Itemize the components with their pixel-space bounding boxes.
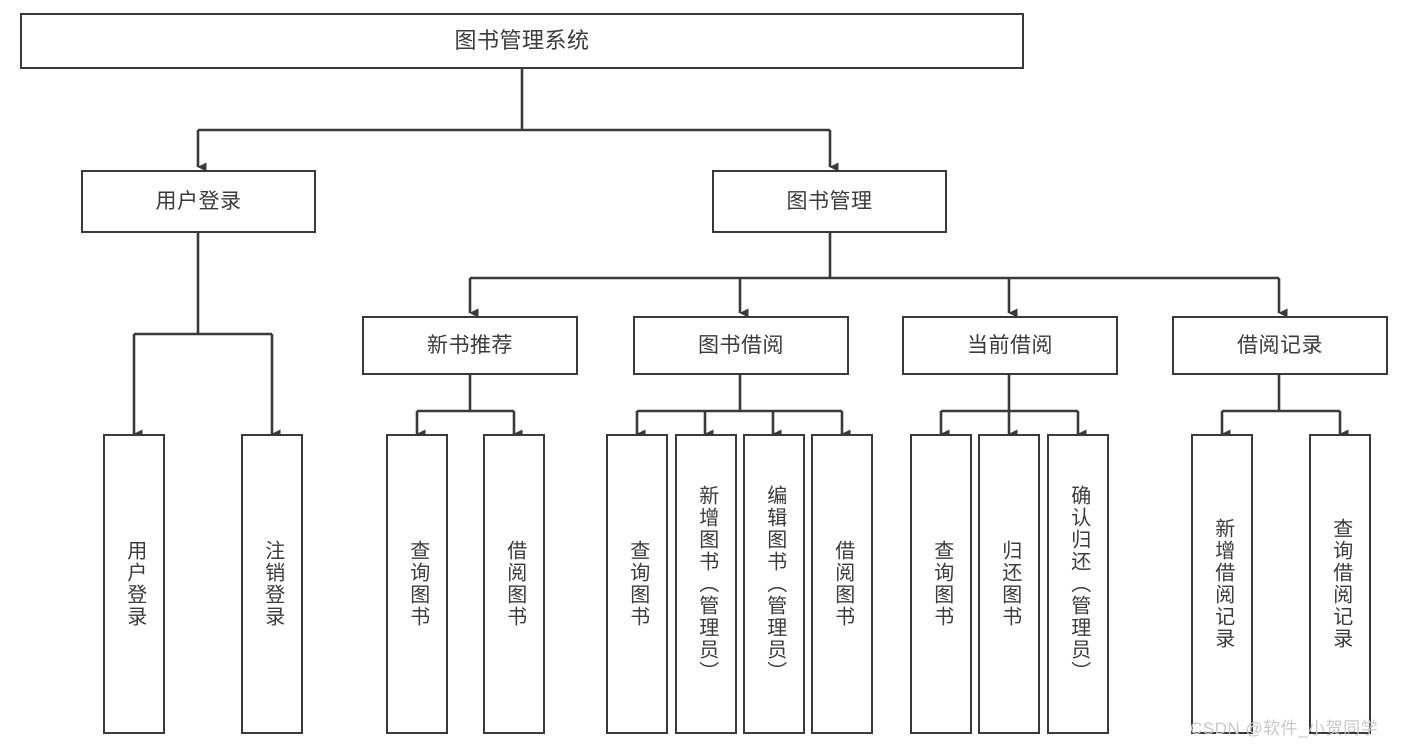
csdn-watermark: CSDN @软件_小贺同学 (1190, 719, 1379, 738)
node-user-login[interactable]: 用户登录 (81, 170, 316, 233)
leaf-query-book-recommend[interactable]: 查询图书 (386, 434, 448, 734)
node-label: 图书借阅 (698, 333, 784, 357)
leaf-borrow-book-recommend[interactable]: 借阅图书 (483, 434, 545, 734)
node-label: 查询图书 (626, 540, 649, 628)
leaf-edit-book-admin[interactable]: 编辑图书（管理员） (743, 434, 805, 734)
node-book-management[interactable]: 图书管理 (712, 170, 947, 233)
node-label: 借阅图书 (831, 540, 854, 628)
node-new-book-recommend[interactable]: 新书推荐 (362, 316, 578, 375)
leaf-user-logout[interactable]: 注销登录 (241, 434, 303, 734)
node-label: 查询图书 (930, 540, 953, 628)
node-label: 新增图书（管理员） (695, 485, 718, 683)
node-current-borrow[interactable]: 当前借阅 (902, 316, 1118, 375)
node-label: 借阅记录 (1237, 333, 1323, 357)
leaf-query-borrow-record[interactable]: 查询借阅记录 (1309, 434, 1371, 734)
node-label: 图书管理系统 (454, 27, 590, 53)
node-root-book-management-system[interactable]: 图书管理系统 (20, 13, 1024, 69)
node-label: 注销登录 (261, 540, 284, 628)
leaf-return-book[interactable]: 归还图书 (978, 434, 1040, 734)
node-label: 借阅图书 (503, 540, 526, 628)
node-label: 归还图书 (998, 540, 1021, 628)
node-label: 新增借阅记录 (1211, 518, 1234, 650)
node-label: 当前借阅 (967, 333, 1053, 357)
node-book-borrow[interactable]: 图书借阅 (633, 316, 849, 375)
node-label: 编辑图书（管理员） (763, 485, 786, 683)
leaf-confirm-return-admin[interactable]: 确认归还（管理员） (1047, 434, 1109, 734)
node-label: 查询图书 (406, 540, 429, 628)
leaf-add-borrow-record[interactable]: 新增借阅记录 (1191, 434, 1253, 734)
node-label: 用户登录 (123, 540, 146, 628)
leaf-query-book-borrow[interactable]: 查询图书 (606, 434, 668, 734)
leaf-user-login[interactable]: 用户登录 (103, 434, 165, 734)
node-label: 用户登录 (155, 189, 242, 213)
leaf-query-book-current[interactable]: 查询图书 (910, 434, 972, 734)
node-label: 查询借阅记录 (1329, 518, 1352, 650)
node-borrow-record[interactable]: 借阅记录 (1172, 316, 1388, 375)
node-label: 确认归还（管理员） (1067, 485, 1090, 683)
leaf-borrow-book[interactable]: 借阅图书 (811, 434, 873, 734)
leaf-add-book-admin[interactable]: 新增图书（管理员） (675, 434, 737, 734)
node-label: 新书推荐 (427, 333, 513, 357)
node-label: 图书管理 (786, 189, 873, 213)
